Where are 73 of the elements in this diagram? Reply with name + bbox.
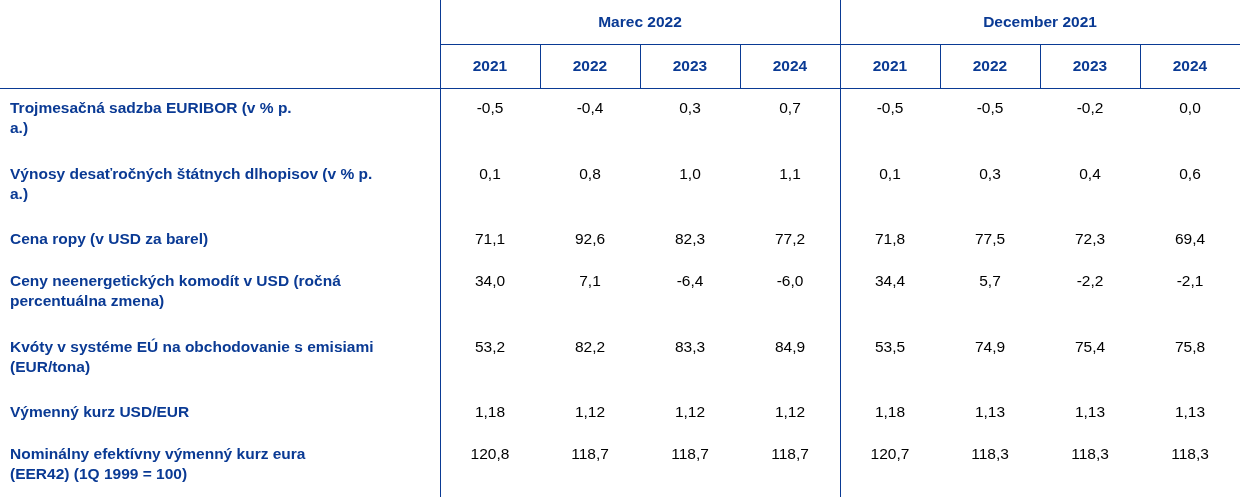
table-cell-text: -2,2 [1075,271,1105,291]
column-header: 2021 [471,56,509,76]
table-cell-text: 69,4 [1173,229,1207,249]
table-cell-text: 120,8 [469,444,511,464]
column-header: 2023 [671,56,709,76]
table-cell-text: 82,3 [673,229,707,249]
column-header: 2022 [971,56,1009,76]
table-cell-text: 84,9 [773,337,807,357]
table-cell-text: 1,13 [1173,402,1207,422]
column-header: 2021 [871,56,909,76]
row-header: Trojmesačná sadzba EURIBOR (v % p. a.) [10,98,293,138]
table-cell-text: 53,2 [473,337,507,357]
table-cell-text: 1,12 [573,402,607,422]
table-cell-text: 5,7 [978,271,1002,291]
table-cell-text: 0,0 [1178,98,1202,118]
column-header: 2023 [1071,56,1109,76]
table-cell-text: -0,5 [975,98,1005,118]
table-cell-text: 0,1 [478,164,502,184]
table-cell-text: 92,6 [573,229,607,249]
row-header: Cena ropy (v USD za barel) [10,229,210,249]
table-cell-text: 1,18 [473,402,507,422]
table-cell-text: 34,0 [473,271,507,291]
table-cell-text: 82,2 [573,337,607,357]
table-cell-text: 0,6 [1178,164,1202,184]
table-cell-text: -2,1 [1175,271,1205,291]
table-cell-text: 118,3 [1070,444,1110,464]
table-cell-text: -0,2 [1075,98,1105,118]
table-cell-text: 7,1 [578,271,602,291]
table-cell-text: 1,13 [1073,402,1107,422]
table-cell-text: 77,5 [973,229,1007,249]
table-cell-text: 34,4 [873,271,907,291]
table-cell-text: 71,8 [873,229,907,249]
row-header: Výmenný kurz USD/EUR [10,402,191,422]
table-cell-text: 1,18 [873,402,907,422]
table-cell-text: 1,12 [773,402,807,422]
table-cell-text: -6,4 [675,271,705,291]
table-cell-text: 118,7 [670,444,710,464]
table-cell-text: 118,3 [1170,444,1210,464]
table-cell-text: 1,1 [778,164,802,184]
table-cell-text: 0,1 [878,164,902,184]
table-cell-text: 0,7 [778,98,802,118]
table-cell-text: -0,4 [575,98,605,118]
table-cell-text: 120,7 [869,444,911,464]
table-cell-text: 1,0 [678,164,702,184]
table-cell-text: 1,13 [973,402,1007,422]
table-cell-text: 0,4 [1078,164,1102,184]
table-cell-text: 83,3 [673,337,707,357]
table-cell-text: 0,3 [978,164,1002,184]
table-cell-text: 74,9 [973,337,1007,357]
table-cell-text: 0,8 [578,164,602,184]
column-header: 2022 [571,56,609,76]
table-cell-text: 118,7 [570,444,610,464]
row-header: Ceny neenergetických komodít v USD (ročná percentuálna zmena) [10,271,342,311]
table-cell-text: 118,3 [970,444,1010,464]
table-cell-text: -0,5 [475,98,505,118]
table-cell-text: 71,1 [473,229,507,249]
column-header: Marec 2022 [597,12,683,32]
table-cell-text: 0,3 [678,98,702,118]
table-cell-text: 1,12 [673,402,707,422]
column-header: 2024 [771,56,809,76]
row-header: Nominálny efektívny výmenný kurz eura (EER42) (1Q 1999 = 100) [10,444,307,484]
table-cell-text: 75,4 [1073,337,1107,357]
row-header: Kvóty v systéme EÚ na obchodovanie s emisiami (EUR/tona) [10,337,375,377]
column-header: December 2021 [982,12,1098,32]
table-cell-text: 118,7 [770,444,810,464]
table-cell-text: 77,2 [773,229,807,249]
table-cell-text: -6,0 [775,271,805,291]
column-header: 2024 [1171,56,1209,76]
row-header: Výnosy desaťročných štátnych dlhopisov (v % p. a.) [10,164,374,204]
table-cell-text: 72,3 [1073,229,1107,249]
table-cell-text: 53,5 [873,337,907,357]
table-cell-text: -0,5 [875,98,905,118]
table-cell-text: 75,8 [1173,337,1207,357]
